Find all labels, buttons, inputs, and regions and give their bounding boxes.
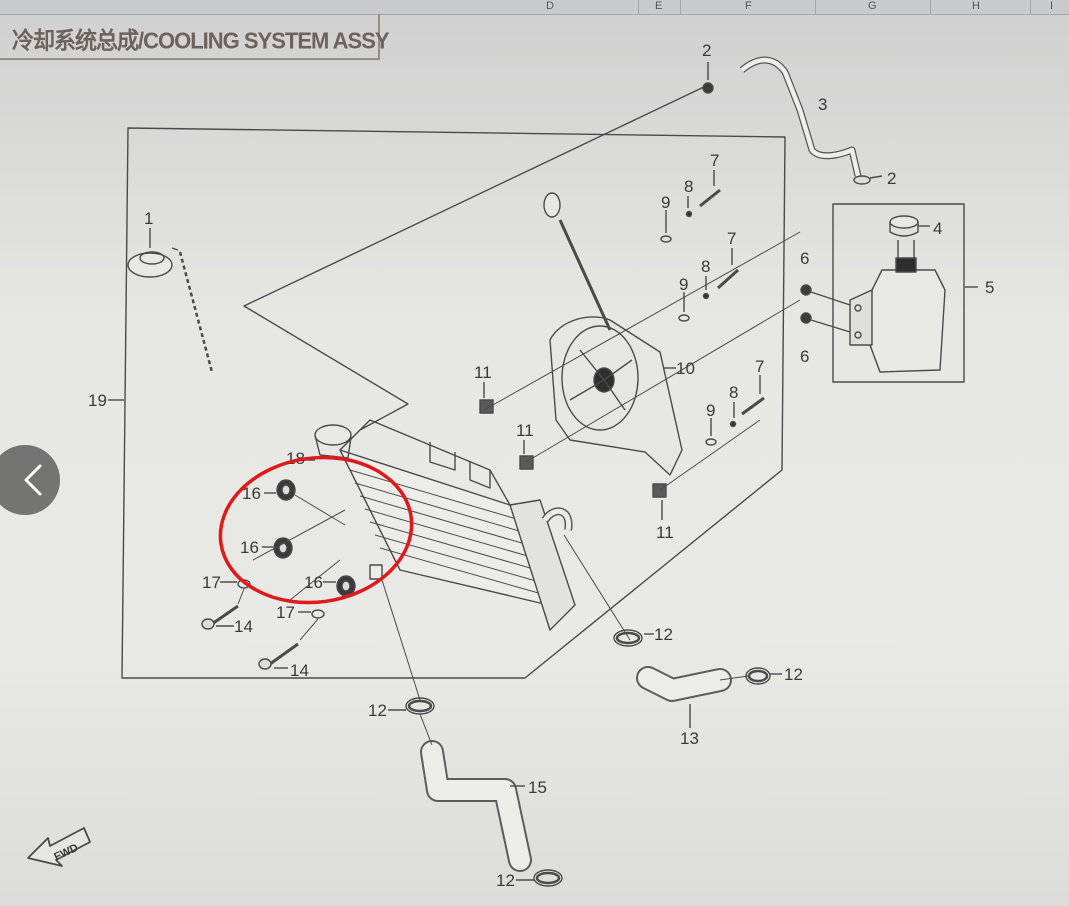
bolt-14-left — [201, 588, 245, 630]
callout-13: 13 — [680, 729, 699, 748]
callout-11-top: 11 — [474, 363, 492, 382]
chevron-left-icon — [24, 464, 42, 496]
previous-image-button[interactable] — [0, 445, 60, 515]
fan-bolt-set-middle — [678, 248, 740, 322]
bolt-6-top — [800, 284, 851, 306]
fan-assembly — [543, 192, 683, 476]
callout-2-top: 2 — [702, 41, 711, 60]
callout-7-bottom: 7 — [755, 357, 764, 376]
radiator-cap — [127, 228, 214, 373]
highlight-circle — [218, 455, 414, 605]
clamp-12-upper-right — [613, 629, 654, 647]
washer-17-right — [298, 609, 325, 619]
reservoir-cap — [889, 215, 930, 237]
callout-9-middle: 9 — [679, 275, 688, 294]
callout-7-top: 7 — [710, 151, 719, 170]
callout-8-bottom: 8 — [729, 383, 738, 402]
column-separator — [815, 0, 816, 14]
callout-3: 3 — [818, 95, 827, 114]
clamp-2-top — [702, 62, 714, 94]
grommet-16-top — [264, 479, 346, 526]
column-separator — [680, 0, 681, 14]
callout-1: 1 — [144, 209, 153, 228]
radiator-core — [314, 419, 576, 631]
callout-17-right: 17 — [276, 603, 295, 622]
grommet-16-middle — [262, 537, 293, 559]
column-separator — [930, 0, 931, 14]
hose-15 — [420, 740, 532, 872]
spreadsheet-column-header: D E F G H I — [0, 0, 1069, 15]
fan-bolt-set-bottom — [705, 375, 765, 446]
callout-8-top: 8 — [684, 177, 693, 196]
callout-9-top: 9 — [661, 193, 670, 212]
clamp-12-middle — [388, 697, 435, 715]
clamp-12-bottom — [516, 869, 563, 887]
reservoir-outline — [832, 203, 965, 383]
column-letter: D — [546, 0, 554, 12]
callout-5: 5 — [985, 278, 994, 297]
column-letter: I — [1050, 0, 1054, 12]
callout-8-middle: 8 — [701, 257, 710, 276]
callout-12-right: 12 — [784, 665, 803, 684]
fan-bolt-set-top — [660, 170, 721, 243]
callout-6-bottom: 6 — [800, 347, 809, 366]
column-separator — [1030, 0, 1031, 14]
callout-16-middle: 16 — [240, 538, 259, 557]
callout-14-right: 14 — [290, 661, 309, 680]
hose-3 — [739, 56, 862, 177]
nut-11-bottom — [652, 483, 667, 520]
nut-11-top — [479, 382, 494, 414]
bolt-6-bottom — [800, 312, 851, 333]
nut-11-middle — [519, 440, 534, 470]
hose-13 — [636, 666, 732, 728]
callout-6-top: 6 — [800, 249, 809, 268]
callout-9-bottom: 9 — [706, 401, 715, 420]
callout-10: 10 — [676, 359, 695, 378]
callout-17-left: 17 — [202, 573, 221, 592]
callout-7-middle: 7 — [727, 229, 736, 248]
callout-11-middle: 11 — [516, 421, 534, 440]
column-letter: H — [972, 0, 980, 12]
clamp-12-right — [745, 667, 782, 685]
assembly-outline — [121, 127, 786, 679]
column-letter: F — [745, 0, 752, 12]
callout-16-top: 16 — [242, 484, 261, 503]
grommet-16-bottom — [323, 575, 356, 597]
callout-2-right: 2 — [887, 169, 896, 188]
column-separator — [638, 0, 639, 14]
reservoir-tank — [849, 240, 946, 373]
clamp-2-right — [853, 175, 883, 185]
assembly-guide-line — [243, 84, 709, 431]
callout-4: 4 — [933, 219, 942, 238]
callout-14-left: 14 — [234, 617, 253, 636]
callout-19: 19 — [88, 391, 107, 410]
callout-15: 15 — [528, 778, 547, 797]
callout-11-bottom: 11 — [656, 523, 674, 542]
bolt-14-right — [258, 618, 319, 670]
callout-16-bottom: 16 — [304, 573, 323, 592]
callout-12-middle: 12 — [368, 701, 387, 720]
column-letter: G — [868, 0, 877, 12]
column-letter: E — [655, 0, 663, 12]
callout-12-bottom: 12 — [496, 871, 515, 890]
diagram-title: 冷却系统总成/COOLING SYSTEM ASSY — [0, 13, 390, 61]
fwd-arrow — [27, 827, 91, 867]
callout-12-upper-right: 12 — [654, 625, 673, 644]
